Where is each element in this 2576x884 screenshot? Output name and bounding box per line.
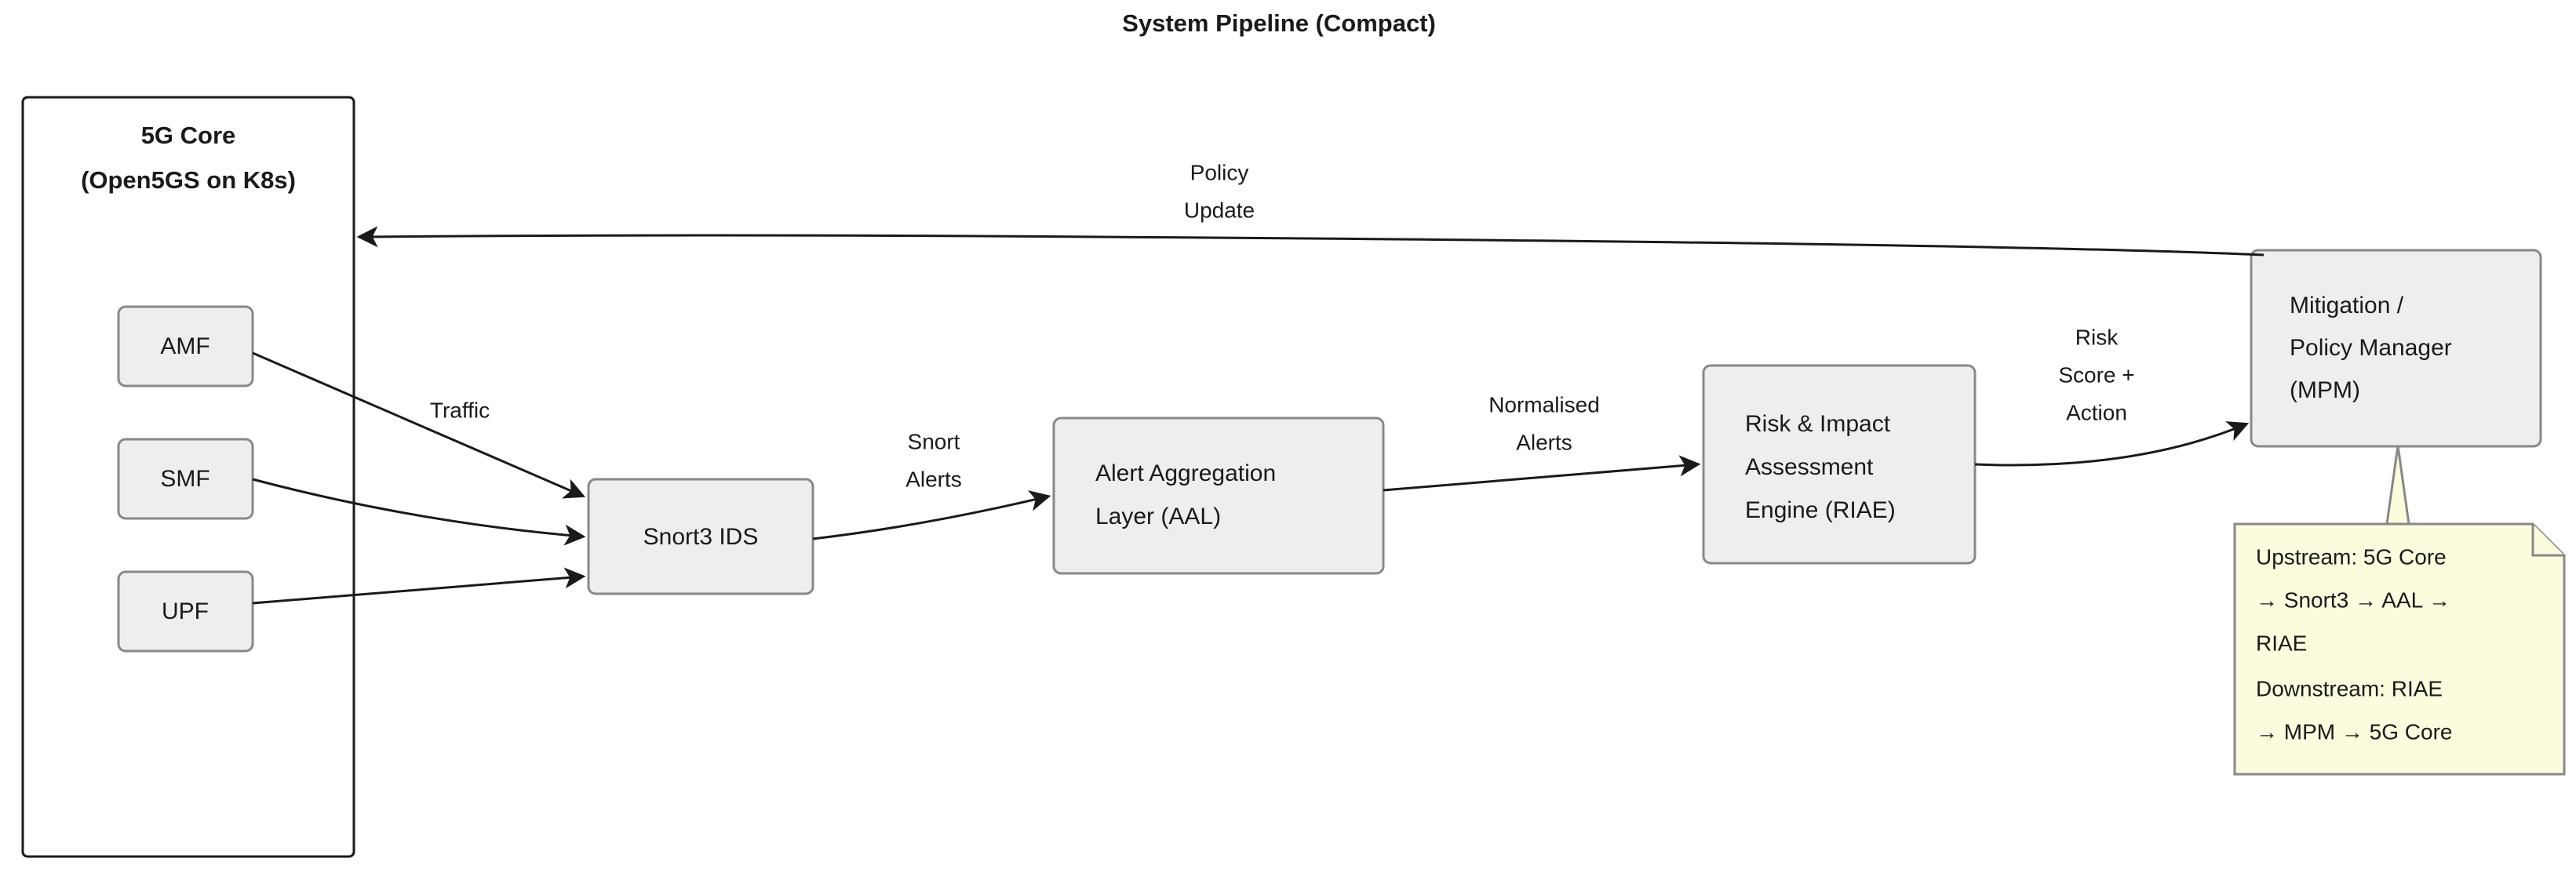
node-amf-label: AMF [160,333,210,359]
node-upf-label: UPF [162,598,209,624]
group-5g-core-title-line2: (Open5GS on K8s) [81,166,296,194]
edge-upf-to-snort3 [252,567,586,605]
edge-smf-to-snort3 [252,478,586,546]
node-riae-label-line1: Risk & Impact [1745,411,1891,437]
node-aal[interactable]: Alert Aggregation Layer (AAL) [1052,417,1385,575]
node-mpm-label-line3: (MPM) [2290,377,2360,403]
note-pipeline-summary-box [2233,522,2566,776]
node-mpm-label-line1: Mitigation / [2290,293,2404,318]
edge-label-policy-line1: Policy [1190,160,1249,184]
node-upf-box[interactable] [117,570,254,653]
edge-label-policy-line2: Update [1184,198,1255,222]
node-riae-label-line2: Assessment [1745,454,1874,480]
edge-label-normalised-line1: Normalised [1488,392,1600,417]
edge-mpm-to-5g-core [356,226,2264,256]
edge-label-normalised-line2: Alerts [1516,430,1572,454]
edge-label-risk-line3: Action [2066,400,2127,424]
note-connector [2385,445,2410,526]
note-line-4: Downstream: RIAE [2256,676,2443,700]
edge-aal-to-riae [1383,455,1701,492]
edge-label-snort-alerts-line1: Snort [908,429,960,453]
edge-label-traffic: Traffic [430,398,490,422]
node-snort3-ids-label: Snort3 IDS [643,524,759,550]
node-snort3-ids[interactable]: Snort3 IDS [587,478,814,595]
edge-label-risk-line2: Score + [2058,362,2134,387]
edge-amf-to-snort3 [252,351,586,499]
group-5g-core-title-line1: 5G Core [141,122,236,149]
node-aal-label-line1: Alert Aggregation [1095,460,1276,486]
note-folded-corner-icon [2531,524,2564,557]
edge-riae-to-mpm [1974,421,2250,467]
note-line-3: RIAE [2256,631,2307,655]
node-amf[interactable]: AMF [117,305,254,387]
note-line-1: Upstream: 5G Core [2256,544,2447,569]
note-line-5: → MPM → 5G Core [2256,719,2452,744]
node-aal-label-line2: Layer (AAL) [1095,504,1221,529]
node-riae[interactable]: Risk & Impact Assessment Engine (RIAE) [1702,364,1977,565]
node-smf[interactable]: SMF [117,438,254,520]
edge-snort3-to-aal [812,490,1051,540]
node-mpm-box[interactable] [2250,249,2542,448]
node-amf-box[interactable] [117,305,254,387]
edge-label-snort-alerts-line2: Alerts [905,467,962,491]
node-mpm-label-line2: Policy Manager [2290,335,2452,361]
node-mpm[interactable]: Mitigation / Policy Manager (MPM) [2250,249,2542,448]
node-smf-label: SMF [160,466,210,492]
node-riae-label-line3: Engine (RIAE) [1745,497,1896,523]
edge-label-risk-line1: Risk [2075,325,2119,349]
page-title: System Pipeline (Compact) [1122,9,1436,37]
node-aal-box[interactable] [1052,417,1385,575]
note-pipeline-summary: Upstream: 5G Core → Snort3 → AAL → RIAE … [2233,522,2566,776]
node-upf[interactable]: UPF [117,570,254,653]
node-smf-box[interactable] [117,438,254,520]
note-line-2: → Snort3 → AAL → [2256,588,2450,612]
node-snort3-ids-box[interactable] [587,478,814,595]
